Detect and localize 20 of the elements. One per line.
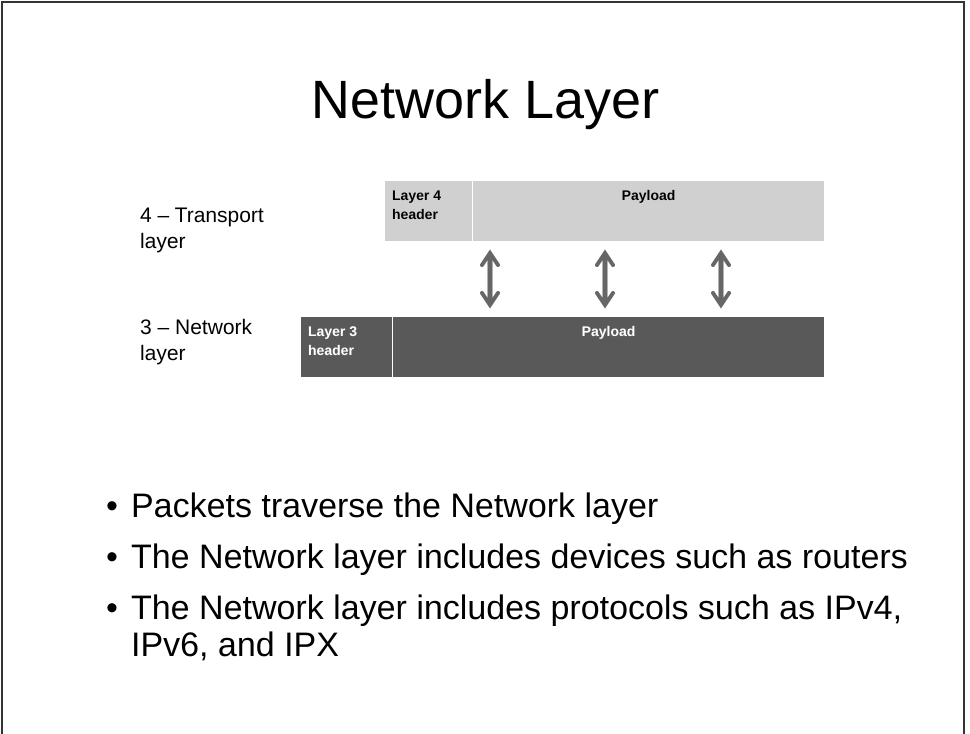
- slide-title: Network Layer: [310, 69, 660, 132]
- bullet-marker: •: [106, 488, 118, 525]
- block-label: Payload: [582, 322, 636, 341]
- bullet-marker: •: [106, 539, 118, 576]
- bullet-text: The Network layer includes protocols such as IPv4, IPv6, and IPX: [131, 589, 902, 664]
- header-block: [385, 181, 472, 241]
- bullet-text: Packets traverse the Network layer: [131, 487, 658, 525]
- header-block: [301, 317, 392, 377]
- bullet-marker: •: [106, 590, 118, 627]
- payload-block: [473, 181, 824, 241]
- bullet-text: The Network layer includes devices such as routers: [131, 538, 908, 576]
- layer-label: 3 – Network layer: [140, 315, 254, 367]
- block-label: Layer 4 header: [392, 186, 442, 224]
- payload-block: [393, 317, 824, 377]
- block-label: Layer 3 header: [308, 322, 358, 360]
- double-arrow: [595, 251, 615, 307]
- double-arrow: [711, 251, 731, 307]
- block-label: Payload: [622, 186, 676, 205]
- double-arrow: [480, 251, 500, 307]
- layer-label: 4 – Transport layer: [140, 203, 265, 255]
